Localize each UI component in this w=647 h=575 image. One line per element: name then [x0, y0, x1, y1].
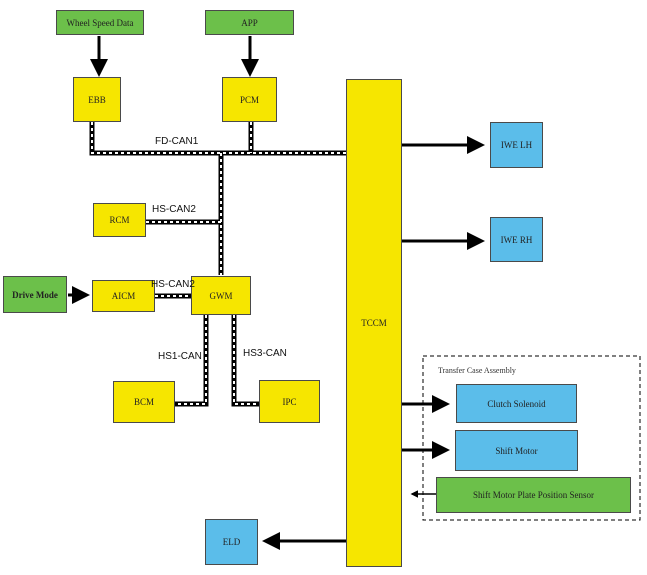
gwm-label: GWM — [209, 290, 233, 301]
hs-can2-rcm-label: HS-CAN2 — [152, 204, 196, 215]
rcm-box: RCM — [93, 203, 146, 237]
tccm-box: TCCM — [346, 79, 402, 567]
bcm-box: BCM — [113, 381, 175, 423]
wheel-speed-data-label: Wheel Speed Data — [66, 17, 134, 28]
clutch-solenoid-label: Clutch Solenoid — [487, 398, 546, 409]
transfer-case-assembly-group — [422, 355, 641, 521]
app-box: APP — [205, 10, 294, 35]
eld-label: ELD — [222, 537, 241, 547]
pcm-label: PCM — [239, 94, 259, 105]
drive-mode-box: Drive Mode — [3, 276, 67, 313]
hs-can2-aicm-label: HS-CAN2 — [151, 279, 195, 290]
transfer-case-assembly-label: Transfer Case Assembly — [438, 366, 516, 375]
rcm-label: RCM — [109, 215, 130, 225]
ipc-label: IPC — [282, 396, 297, 407]
pcm-box: PCM — [222, 77, 277, 122]
aicm-box: AICM — [92, 280, 155, 312]
shift-motor-box: Shift Motor — [455, 430, 578, 471]
iwe-rh-label: IWE RH — [500, 234, 533, 245]
shift-motor-label: Shift Motor — [495, 445, 538, 456]
shift-motor-plate-position-sensor-box: Shift Motor Plate Position Sensor — [436, 477, 631, 513]
ebb-box: EBB — [73, 77, 121, 122]
aicm-label: AICM — [111, 291, 136, 301]
tccm-label: TCCM — [361, 318, 387, 328]
ipc-box: IPC — [259, 380, 320, 423]
can-bus-lines — [89, 122, 346, 407]
gwm-box: GWM — [191, 276, 251, 315]
clutch-solenoid-box: Clutch Solenoid — [456, 384, 577, 423]
hs1-can-label: HS1-CAN — [158, 351, 202, 362]
drive-mode-label: Drive Mode — [12, 289, 58, 300]
wheel-speed-data-box: Wheel Speed Data — [56, 10, 144, 35]
iwe-lh-label: IWE LH — [500, 140, 533, 150]
iwe-rh-box: IWE RH — [490, 217, 543, 262]
app-label: APP — [241, 17, 258, 28]
fd-can1-label: FD-CAN1 — [155, 136, 199, 147]
iwe-lh-box: IWE LH — [490, 122, 543, 168]
hs3-can-label: HS3-CAN — [243, 348, 287, 359]
shift-motor-plate-position-sensor-label: Shift Motor Plate Position Sensor — [472, 490, 594, 500]
eld-box: ELD — [205, 519, 258, 565]
bcm-label: BCM — [133, 397, 154, 407]
ebb-label: EBB — [88, 94, 106, 105]
